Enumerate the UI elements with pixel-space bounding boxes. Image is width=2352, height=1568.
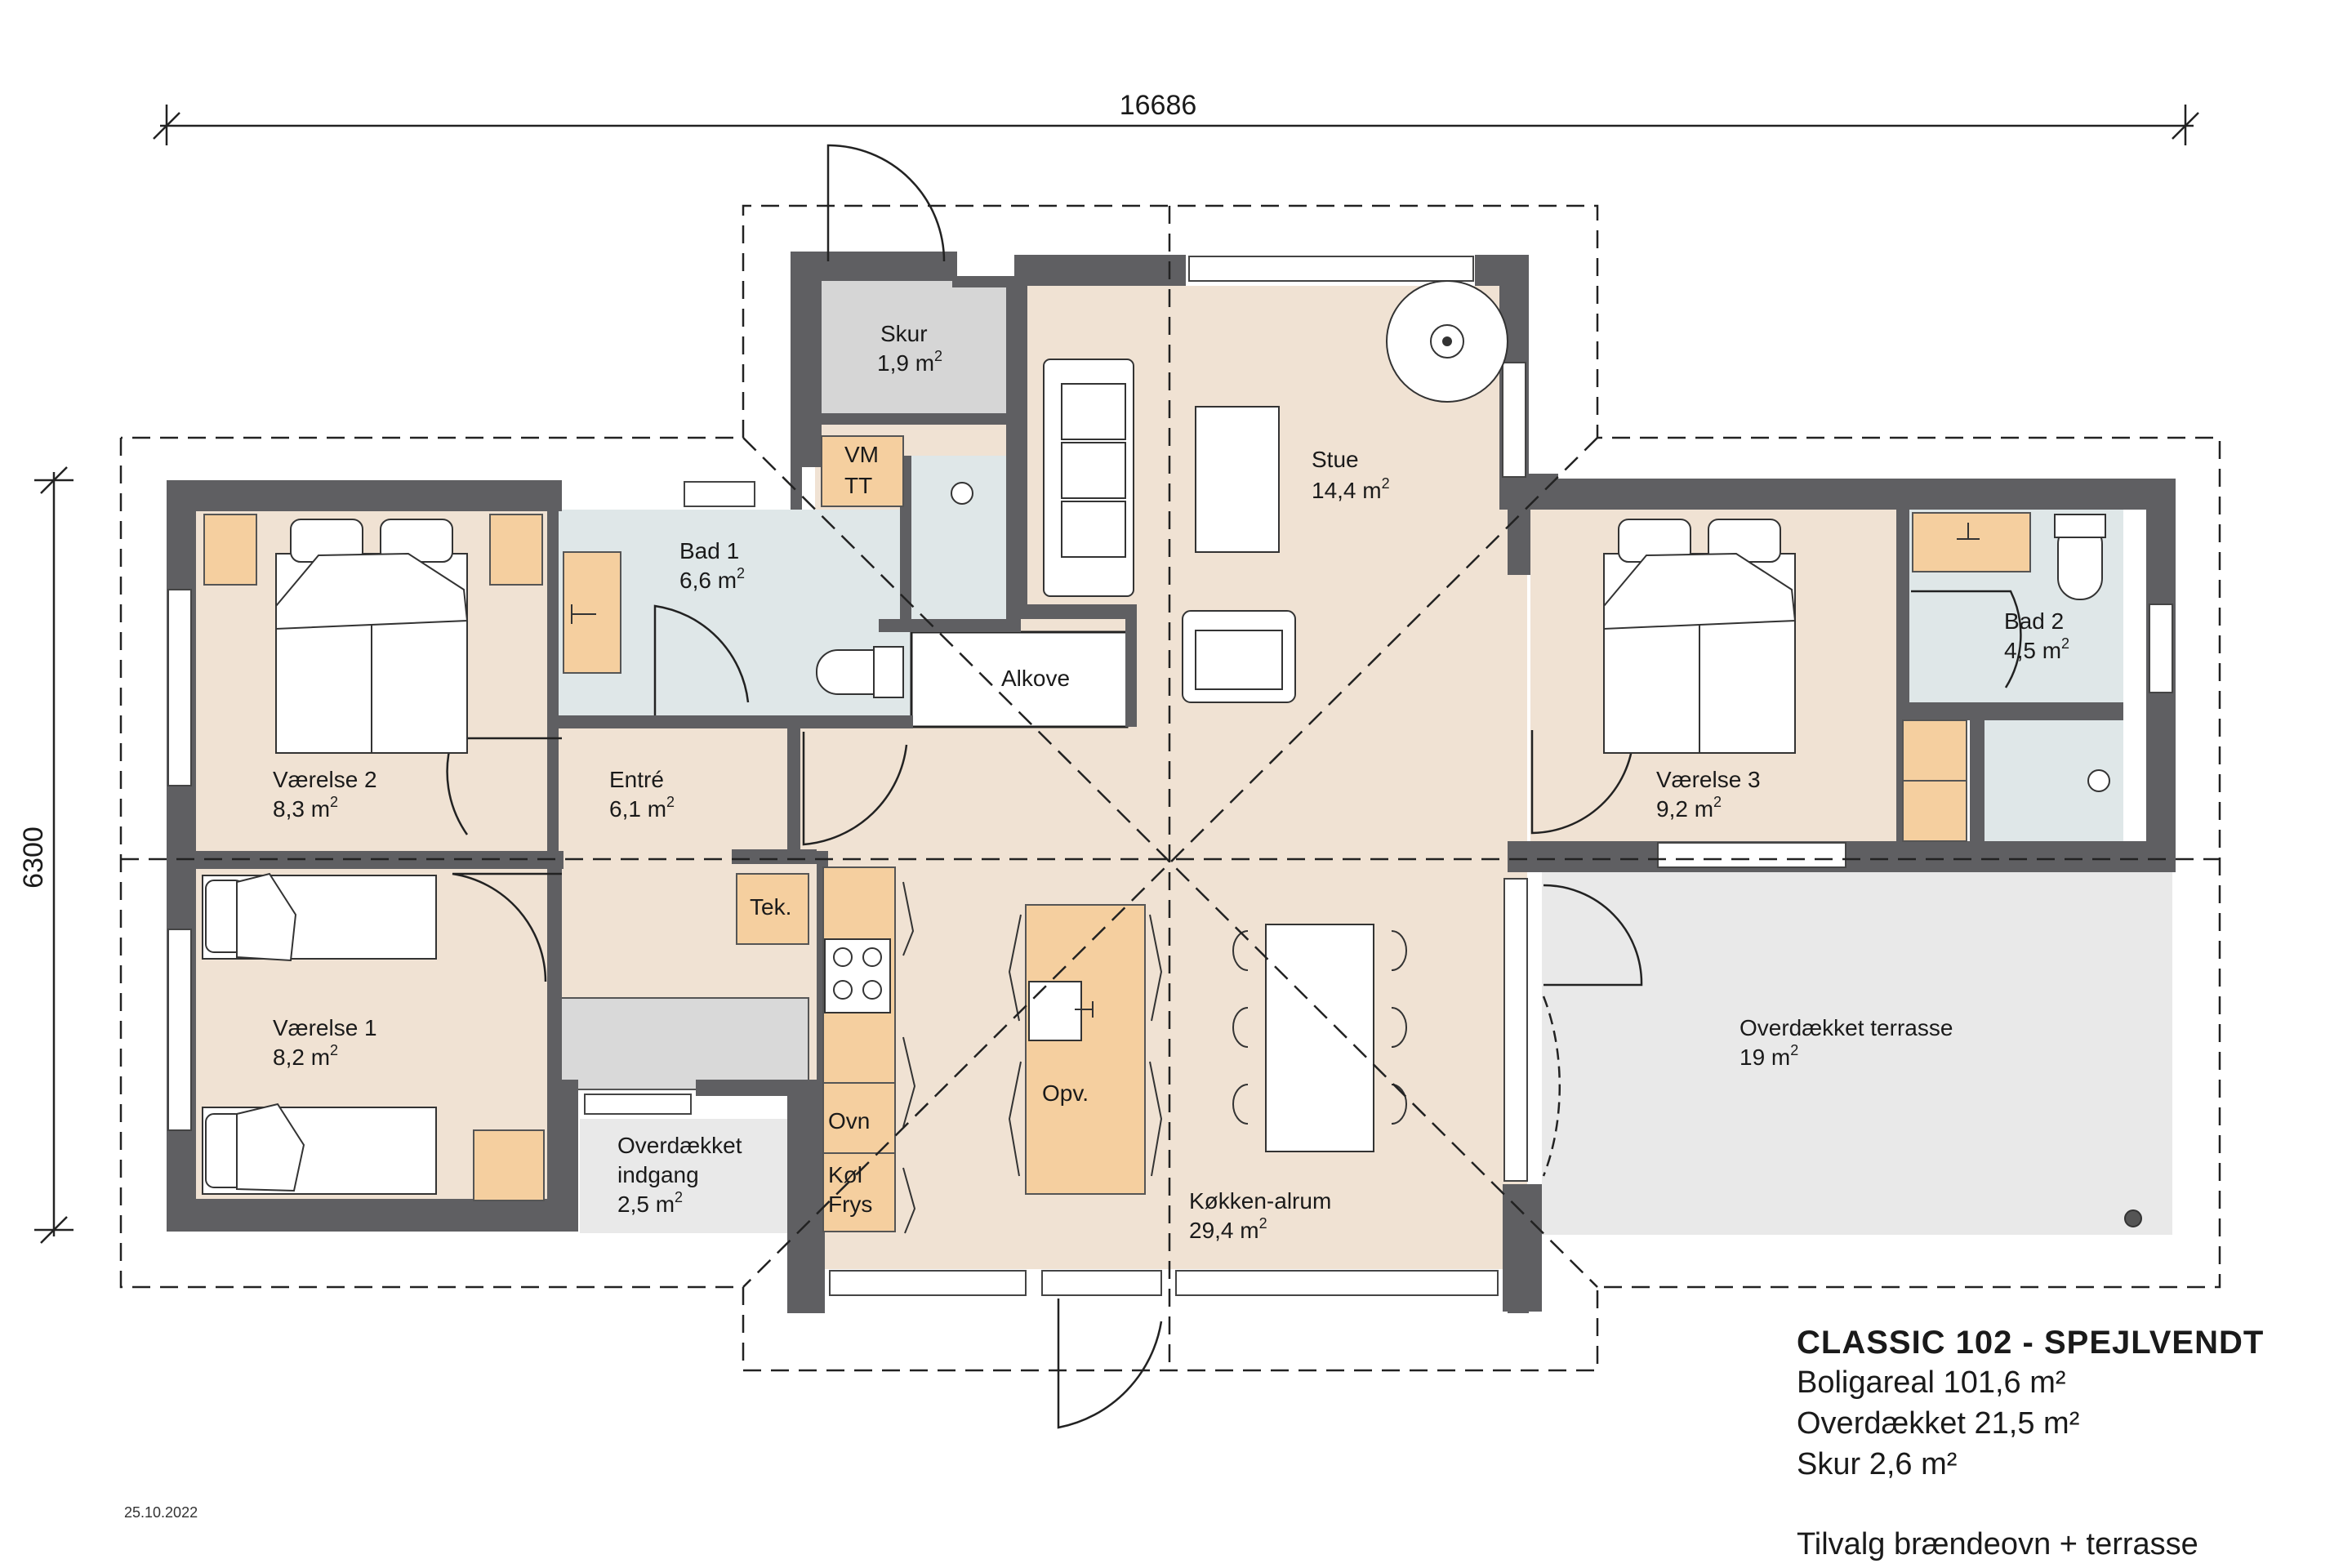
label-kokken: Køkken-alrum (1189, 1188, 1331, 1214)
width-dimension: 16686 (1120, 90, 1197, 121)
label-vaerelse1: Værelse 1 (273, 1015, 377, 1040)
depth-dimension: 6300 (18, 826, 49, 889)
cooktop (824, 938, 891, 1013)
label-ovn: Ovn (828, 1108, 870, 1134)
coffee-table (1195, 406, 1280, 553)
vanity-bath1 (563, 551, 621, 674)
area-terrasse: 19 m (1740, 1045, 1790, 1070)
axis-lines (121, 206, 2220, 1370)
option-note: Tilvalg brændeovn + terrasse (1797, 1527, 2198, 1561)
svg-text:4,5 m2: 4,5 m2 (2004, 635, 2069, 663)
terrace-light (2124, 1209, 2142, 1227)
label-indgang-line1: Overdækket (617, 1133, 742, 1158)
svg-text:1,9 m2: 1,9 m2 (877, 348, 942, 376)
label-skur: Skur (880, 321, 928, 346)
cabinets (203, 435, 2031, 1232)
plan-date: 25.10.2022 (124, 1504, 198, 1521)
shed-area: Skur 2,6 m² (1797, 1447, 1958, 1481)
label-opv: Opv. (1042, 1080, 1089, 1106)
svg-text:8,3 m2: 8,3 m2 (273, 794, 338, 822)
label-vm: VM (844, 442, 879, 467)
area-indgang: 2,5 m (617, 1192, 675, 1217)
svg-text:2,5 m2: 2,5 m2 (617, 1189, 683, 1217)
label-frys: Frys (828, 1192, 872, 1217)
dimension-width (153, 105, 2199, 145)
label-bad2: Bad 2 (2004, 608, 2064, 634)
label-indgang-line2: indgang (617, 1162, 699, 1187)
kitchen-island (1025, 904, 1146, 1195)
label-vaerelse3: Værelse 3 (1656, 767, 1761, 792)
svg-text:14,4 m2: 14,4 m2 (1312, 475, 1390, 503)
vm-tt-cabinet (821, 435, 904, 507)
room-labels: Skur 1,9 m2 VM TT Bad 1 6,6 m2 Alkove St… (273, 321, 2069, 1243)
label-entre: Entré (609, 767, 664, 792)
drain-bath2 (2087, 769, 2110, 792)
plan-title: CLASSIC 102 - SPEJLVENDT (1797, 1325, 2265, 1361)
svg-text:29,4 m2: 29,4 m2 (1189, 1215, 1267, 1243)
area-vaerelse2: 8,3 m (273, 796, 330, 822)
label-tt: TT (844, 473, 872, 498)
label-vaerelse2: Værelse 2 (273, 767, 377, 792)
floor-covered-entrance (580, 1119, 794, 1233)
svg-text:6,1 m2: 6,1 m2 (609, 794, 675, 822)
covered-area: Overdækket 21,5 m² (1797, 1406, 2080, 1441)
area-skur: 1,9 m (877, 350, 934, 376)
floor-storage (558, 997, 809, 1090)
label-stue: Stue (1312, 447, 1359, 472)
windows (167, 256, 2173, 1296)
area-stue: 14,4 m (1312, 478, 1382, 503)
area-bad2: 4,5 m (2004, 638, 2061, 663)
area-vaerelse1: 8,2 m (273, 1045, 330, 1070)
nightstand-right-room2 (489, 514, 543, 586)
label-bad1: Bad 1 (679, 538, 739, 564)
vanity-bath2 (1912, 512, 2031, 572)
svg-text:19 m2: 19 m2 (1740, 1042, 1798, 1070)
tek-cabinet (736, 873, 809, 945)
floor-bath1-shower (911, 456, 1021, 619)
floors (196, 281, 2172, 1269)
area-bad1: 6,6 m (679, 568, 737, 593)
wardrobe-room1 (473, 1129, 545, 1201)
label-tek: Tek. (750, 894, 791, 920)
dining-table (1265, 924, 1374, 1152)
living-area: Boligareal 101,6 m² (1797, 1365, 2066, 1400)
svg-text:8,2 m2: 8,2 m2 (273, 1042, 338, 1070)
label-terrasse: Overdækket terrasse (1740, 1015, 1953, 1040)
label-alkove: Alkove (1001, 666, 1070, 691)
spacer (1797, 1485, 2264, 1524)
fixtures (202, 280, 2142, 1227)
drain-bath1 (951, 482, 973, 505)
floor-shed (822, 281, 1006, 413)
area-entre: 6,1 m (609, 796, 666, 822)
svg-text:6,6 m2: 6,6 m2 (679, 565, 745, 593)
dimension-depth (34, 466, 74, 1244)
info-block: CLASSIC 102 - SPEJLVENDT Boligareal 101,… (1797, 1323, 2264, 1565)
svg-text:9,2 m2: 9,2 m2 (1656, 794, 1722, 822)
floor-kitchen-living (815, 286, 1527, 1269)
label-kol: Køl (828, 1162, 862, 1187)
area-vaerelse3: 9,2 m (1656, 796, 1713, 822)
area-kokken: 29,4 m (1189, 1218, 1259, 1243)
kitchen-sink (1028, 981, 1082, 1041)
floor-covered-terrace (1542, 872, 2172, 1235)
nightstand-left-room2 (203, 514, 257, 586)
